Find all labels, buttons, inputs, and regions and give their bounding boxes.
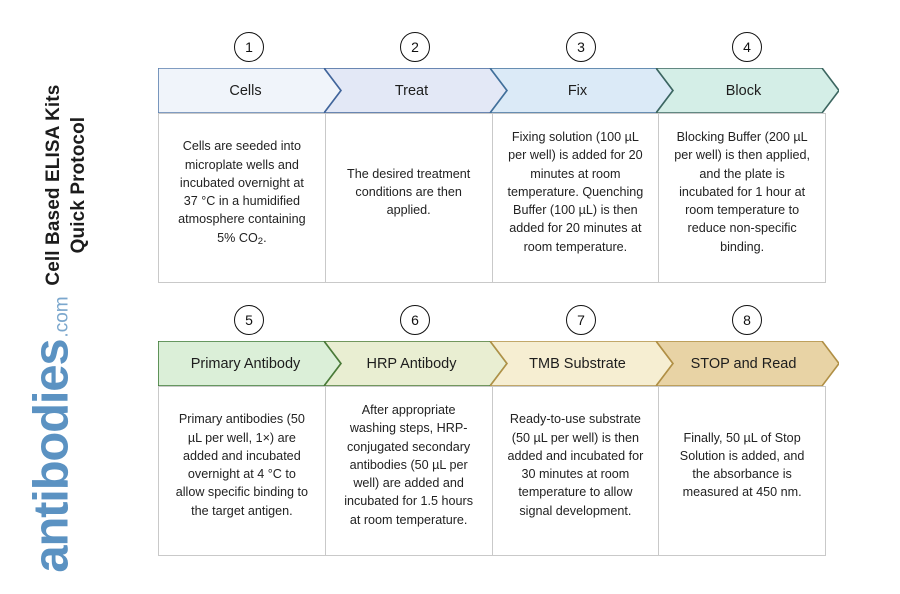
brand-tld: .com	[51, 296, 73, 338]
chevron-step-1[interactable]: Cells	[158, 68, 341, 113]
description-card-8: Finally, 50 µL of Stop Solution is added…	[659, 386, 826, 556]
chevron-step-8[interactable]: STOP and Read	[656, 341, 839, 386]
chevron-shape-4	[656, 68, 839, 113]
step-number-badge-1: 1	[234, 32, 264, 62]
chevron-step-7[interactable]: TMB Substrate	[490, 341, 673, 386]
chevron-label: TMB Substrate	[529, 355, 626, 372]
description-card-4: Blocking Buffer (200 µL per well) is the…	[659, 113, 826, 283]
chevron-label: Block	[725, 82, 762, 99]
chevron-step-2[interactable]: Treat	[324, 68, 507, 113]
description-card-5: Primary antibodies (50 µL per well, 1×) …	[158, 386, 326, 556]
chevron-label: HRP Antibody	[366, 355, 457, 372]
chevron-shape-7	[490, 341, 673, 386]
description-text: Blocking Buffer (200 µL per well) is the…	[674, 130, 811, 254]
chevron-strip: Primary Antibody HRP Antibody TMB Substrat…	[158, 341, 844, 386]
description-text: Finally, 50 µL of Stop Solution is added…	[679, 430, 805, 500]
description-card-7: Ready-to-use substrate (50 µL per well) …	[492, 386, 660, 556]
chevron-label: STOP and Read	[690, 355, 797, 372]
description-card-2: The desired treatment conditions are the…	[325, 113, 493, 283]
step-number-badge-4: 4	[732, 32, 762, 62]
step-number-strip: 1 2 3 4	[158, 30, 844, 68]
chevron-step-4[interactable]: Block	[656, 68, 839, 113]
step-number-badge-3: 3	[566, 32, 596, 62]
description-text: After appropriate washing steps, HRP-con…	[344, 403, 474, 527]
description-text: Ready-to-use substrate (50 µL per well) …	[507, 412, 644, 518]
description-card-6: After appropriate washing steps, HRP-con…	[325, 386, 493, 556]
description-text: The desired treatment conditions are the…	[347, 166, 471, 218]
description-card-1: Cells are seeded into microplate wells a…	[158, 113, 326, 283]
step-number-strip: 5 6 7 8	[158, 303, 844, 341]
chevron-step-3[interactable]: Fix	[490, 68, 673, 113]
description-text: Primary antibodies (50 µL per well, 1×) …	[175, 412, 309, 518]
brand-logo: antibodies .com	[25, 296, 79, 572]
chevron-label: Cells	[229, 82, 262, 99]
chevron-shape-3	[490, 68, 673, 113]
chevron-label: Fix	[567, 82, 588, 99]
description-card-strip: Cells are seeded into microplate wells a…	[158, 113, 826, 283]
brand-wordmark: antibodies	[24, 339, 79, 573]
description-card-3: Fixing solution (100 µL per well) is add…	[492, 113, 660, 283]
step-number-badge-8: 8	[732, 305, 762, 335]
chevron-strip: Cells Treat Fix Block	[158, 68, 844, 113]
page-title: Cell Based ELISA Kits Quick Protocol	[42, 84, 89, 286]
chevron-shape-8	[656, 341, 839, 386]
description-text: Fixing solution (100 µL per well) is add…	[507, 130, 644, 254]
step-number-badge-5: 5	[234, 305, 264, 335]
chevron-label: Primary Antibody	[190, 355, 301, 372]
chevron-label: Treat	[394, 82, 429, 99]
step-number-badge-7: 7	[566, 305, 596, 335]
chevron-shape-2	[324, 68, 507, 113]
chevron-shape-6	[324, 341, 507, 386]
chevron-step-5[interactable]: Primary Antibody	[158, 341, 341, 386]
left-rail: Cell Based ELISA Kits Quick Protocol ant…	[0, 0, 158, 594]
step-number-badge-2: 2	[400, 32, 430, 62]
description-card-strip: Primary antibodies (50 µL per well, 1×) …	[158, 386, 826, 556]
description-text: Cells are seeded into microplate wells a…	[178, 139, 306, 247]
chevron-step-6[interactable]: HRP Antibody	[324, 341, 507, 386]
step-number-badge-6: 6	[400, 305, 430, 335]
